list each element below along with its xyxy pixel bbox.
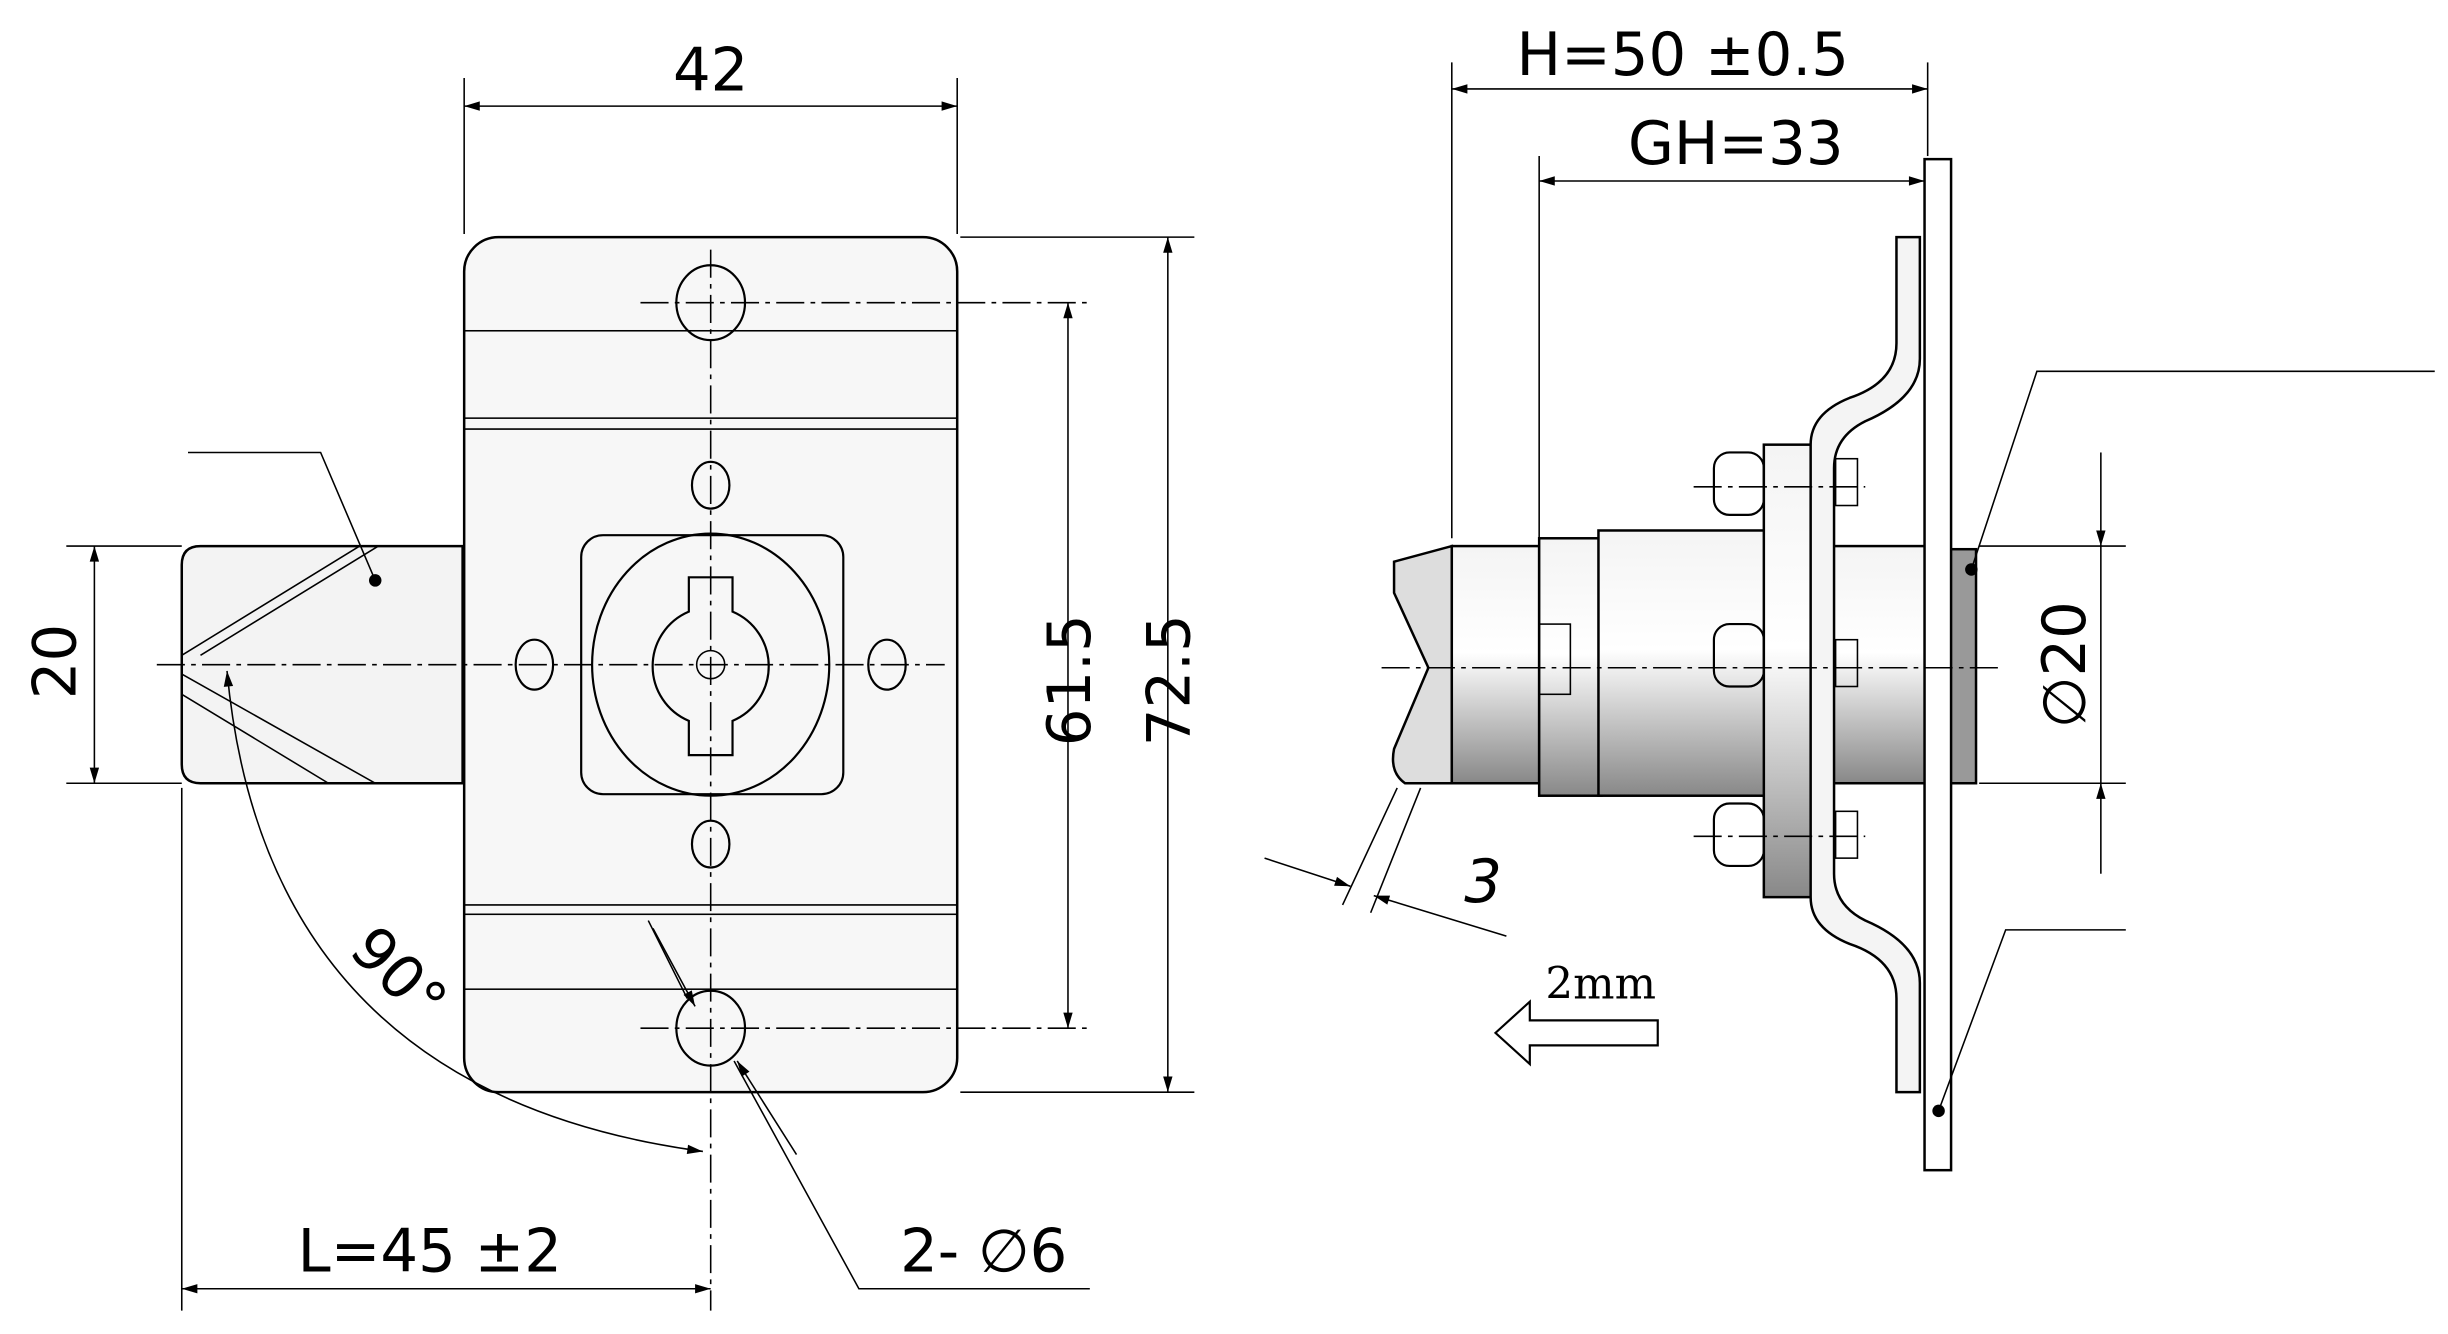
door-panel <box>1923 157 1953 1172</box>
thickness-dimension: 3 <box>1464 847 1502 916</box>
side-view: H=50 ±0.5 GH=33 ∅20 3 2mm <box>1264 20 2435 1172</box>
inner-height-dimension: 61.5 <box>1035 614 1104 746</box>
bracket <box>1809 235 1922 1094</box>
h-dimension: H=50 ±0.5 <box>1517 20 1849 89</box>
lock-body <box>1597 529 1772 797</box>
keyway <box>651 576 770 757</box>
holes-dimension: 2- ∅6 <box>900 1217 1067 1286</box>
outer-height-dimension: 72.5 <box>1135 614 1204 746</box>
length-dimension: L=45 ±2 <box>298 1217 562 1286</box>
bolt-height-dimension: 20 <box>21 624 90 699</box>
gh-dimension: GH=33 <box>1628 109 1844 178</box>
width-dimension: 42 <box>673 35 748 104</box>
angle-dimension: 90° <box>337 913 460 1036</box>
latch-head <box>1391 544 1454 785</box>
travel-label: 2mm <box>1545 959 1656 1010</box>
direction-arrow-icon <box>1493 999 1659 1067</box>
front-view: 42 72.5 61.5 20 90° L=45 ±2 2- ∅6 <box>21 35 1204 1311</box>
diameter-dimension: ∅20 <box>2030 601 2099 728</box>
screws <box>1712 451 1859 868</box>
